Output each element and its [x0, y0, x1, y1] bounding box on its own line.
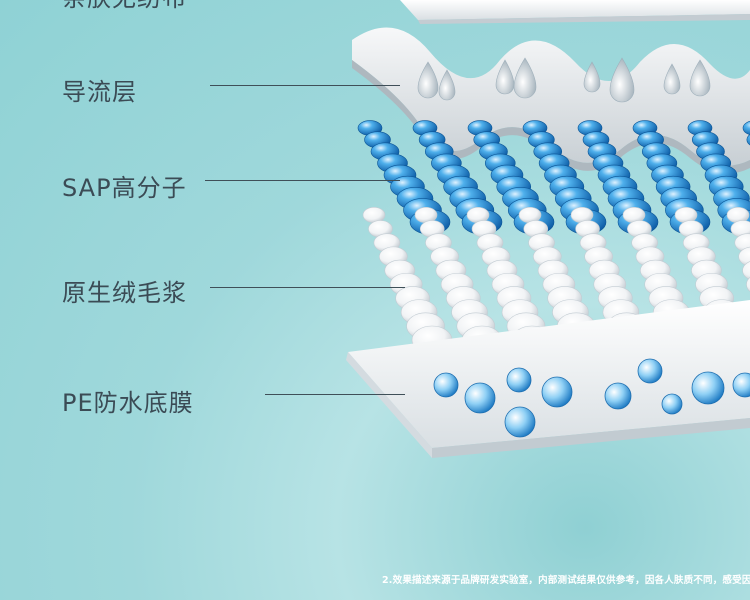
sap-coil-bead [742, 120, 750, 136]
pe-water-droplet [637, 358, 663, 384]
pe-water-droplet [541, 376, 573, 408]
pulp-coil-bead [726, 207, 750, 224]
pulp-coil-bead [738, 246, 750, 267]
pe-water-droplet [661, 393, 683, 415]
pe-droplet-group [433, 358, 750, 438]
pe-water-droplet [506, 367, 532, 393]
pe-water-droplet [732, 372, 750, 398]
label-diversion: 导流层 [62, 78, 137, 106]
pe-water-droplet [604, 382, 632, 410]
label-nonwoven: 亲肤无纺布 [62, 0, 187, 13]
sap-coil-bead [746, 134, 750, 146]
pe-water-droplet [433, 372, 459, 398]
label-sap: SAP高分子 [62, 174, 187, 202]
footnote: 2.效果描述来源于品牌研发实验室，内部测试结果仅供参考，因各人肤质不同，感受因人… [382, 575, 750, 586]
leader-line-diversion [210, 85, 400, 86]
pe-film-sheet [346, 300, 750, 458]
label-pe: PE防水底膜 [62, 389, 194, 417]
nonwoven-sheet [400, 0, 750, 24]
pe-water-droplet [504, 406, 536, 438]
label-pulp: 原生绒毛浆 [62, 279, 187, 307]
leader-line-pulp [210, 287, 405, 288]
pulp-coil-bead [742, 261, 750, 280]
pulp-coil-bead [746, 277, 750, 292]
pe-water-droplet [464, 382, 496, 414]
leader-line-sap [205, 180, 400, 181]
leader-line-pe [265, 394, 405, 395]
sap-coil-layer [357, 120, 750, 235]
pe-water-droplet [691, 371, 725, 405]
